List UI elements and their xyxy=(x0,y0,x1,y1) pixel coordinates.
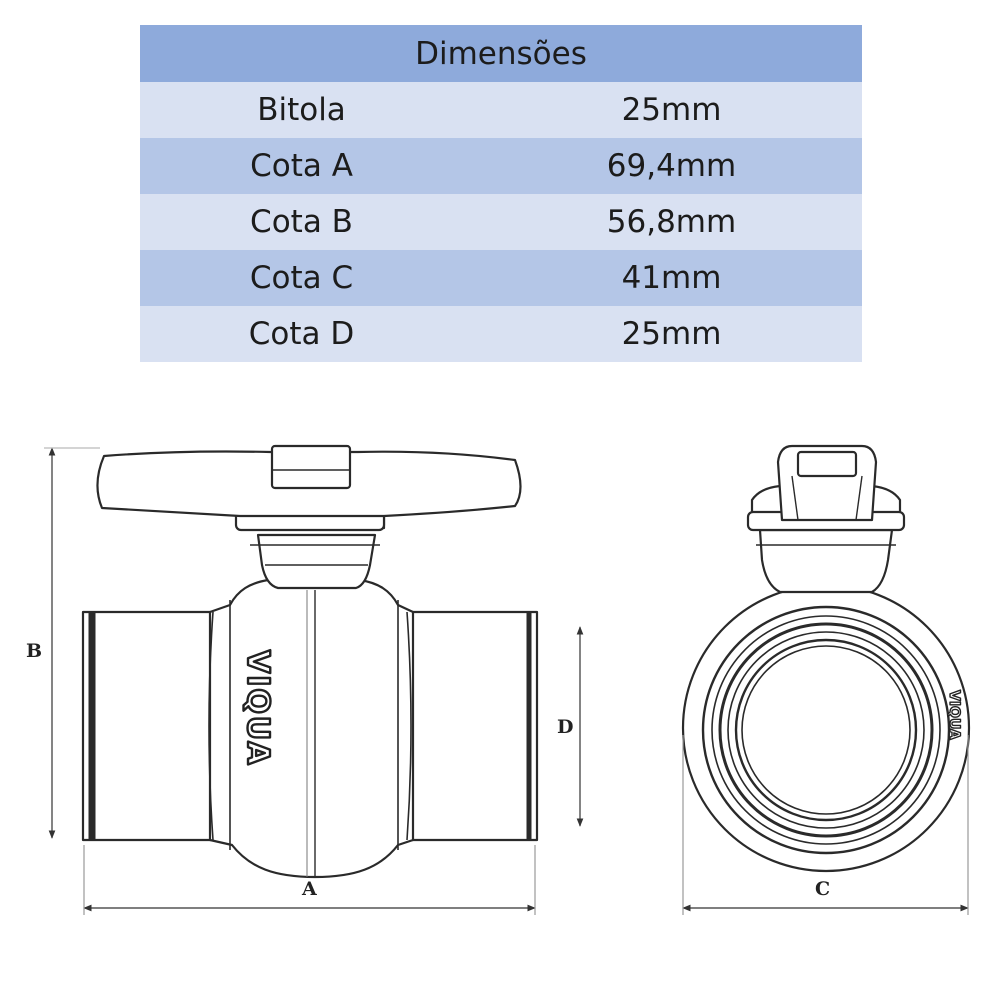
row-label: Cota A xyxy=(140,138,501,194)
valve-stem xyxy=(250,533,380,590)
dimension-c-label: C xyxy=(815,878,830,900)
table-row: Cota A 69,4mm xyxy=(140,138,862,194)
row-value: 41mm xyxy=(501,250,862,306)
side-dimensions xyxy=(682,735,969,915)
valve-side-view: VIQUA xyxy=(681,444,971,873)
table-header: Dimensões xyxy=(140,25,862,82)
dimension-d-label: D xyxy=(557,716,573,738)
table-header-row: Dimensões xyxy=(140,25,862,82)
row-value: 25mm xyxy=(501,306,862,362)
brand-logo: VIQUA xyxy=(240,650,275,767)
row-value: 69,4mm xyxy=(501,138,862,194)
table-row: Bitola 25mm xyxy=(140,82,862,138)
table-row: Cota B 56,8mm xyxy=(140,194,862,250)
dimension-a-label: A xyxy=(301,878,317,900)
front-dimensions xyxy=(44,447,584,915)
right-pipe-end xyxy=(403,610,539,842)
handle-cap xyxy=(776,444,878,522)
row-label: Cota C xyxy=(140,250,501,306)
valve-handle xyxy=(96,444,522,518)
row-value: 25mm xyxy=(501,82,862,138)
valve-front-view: VIQUA xyxy=(81,444,539,879)
row-label: Cota B xyxy=(140,194,501,250)
dimension-b-label: B xyxy=(26,640,42,662)
side-brand-logo: VIQUA xyxy=(946,690,962,740)
valve-technical-drawing: VIQUA B A D xyxy=(26,444,971,915)
row-label: Bitola xyxy=(140,82,501,138)
valve-body xyxy=(208,578,415,879)
dimensions-table: Dimensões Bitola 25mm Cota A 69,4mm Cota… xyxy=(140,25,862,362)
row-label: Cota D xyxy=(140,306,501,362)
row-value: 56,8mm xyxy=(501,194,862,250)
side-stem xyxy=(756,528,896,594)
inner-bore xyxy=(741,645,911,815)
table-row: Cota D 25mm xyxy=(140,306,862,362)
table-row: Cota C 41mm xyxy=(140,250,862,306)
left-pipe-end xyxy=(81,610,215,842)
